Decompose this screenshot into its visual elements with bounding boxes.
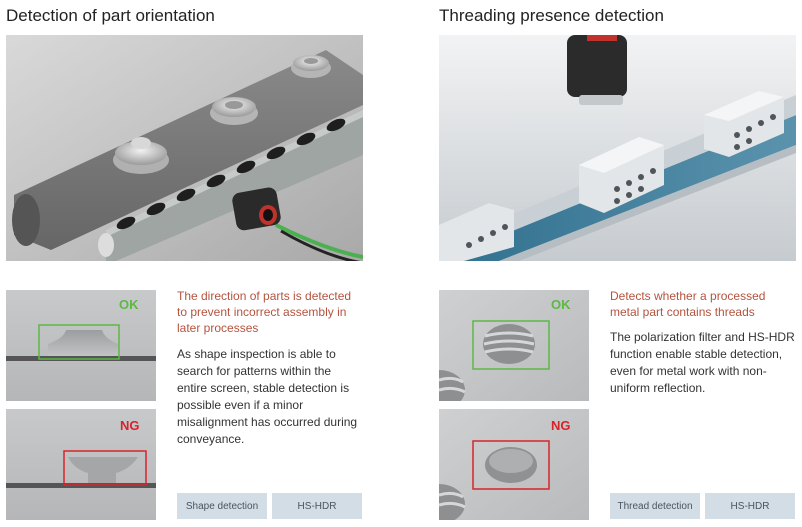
left-title: Detection of part orientation	[6, 6, 215, 25]
right-tag-hs-hdr: HS-HDR	[705, 493, 795, 519]
left-tag-hs-hdr: HS-HDR	[272, 493, 362, 519]
left-ok-label: OK	[119, 297, 139, 312]
right-ng-label: NG	[551, 418, 571, 433]
conveyor-photo	[6, 35, 363, 261]
right-tag-thread-detection: Thread detection	[610, 493, 700, 519]
left-headline: The direction of parts is detected to pr…	[177, 289, 352, 335]
right-ok-panel	[439, 290, 589, 401]
left-ng-panel	[6, 409, 156, 520]
right-ng-panel	[439, 409, 589, 520]
left-ok-panel	[6, 290, 156, 401]
left-tag-shape-detection: Shape detection	[177, 493, 267, 519]
threading-photo	[439, 35, 796, 261]
left-ng-label: NG	[120, 418, 140, 433]
right-headline: Detects whether a processed metal part c…	[610, 289, 766, 319]
left-body: As shape inspection is able to search fo…	[177, 347, 358, 446]
right-title: Threading presence detection	[439, 6, 664, 25]
right-body: The polarization filter and HS-HDR funct…	[610, 330, 795, 395]
right-ok-label: OK	[551, 297, 571, 312]
